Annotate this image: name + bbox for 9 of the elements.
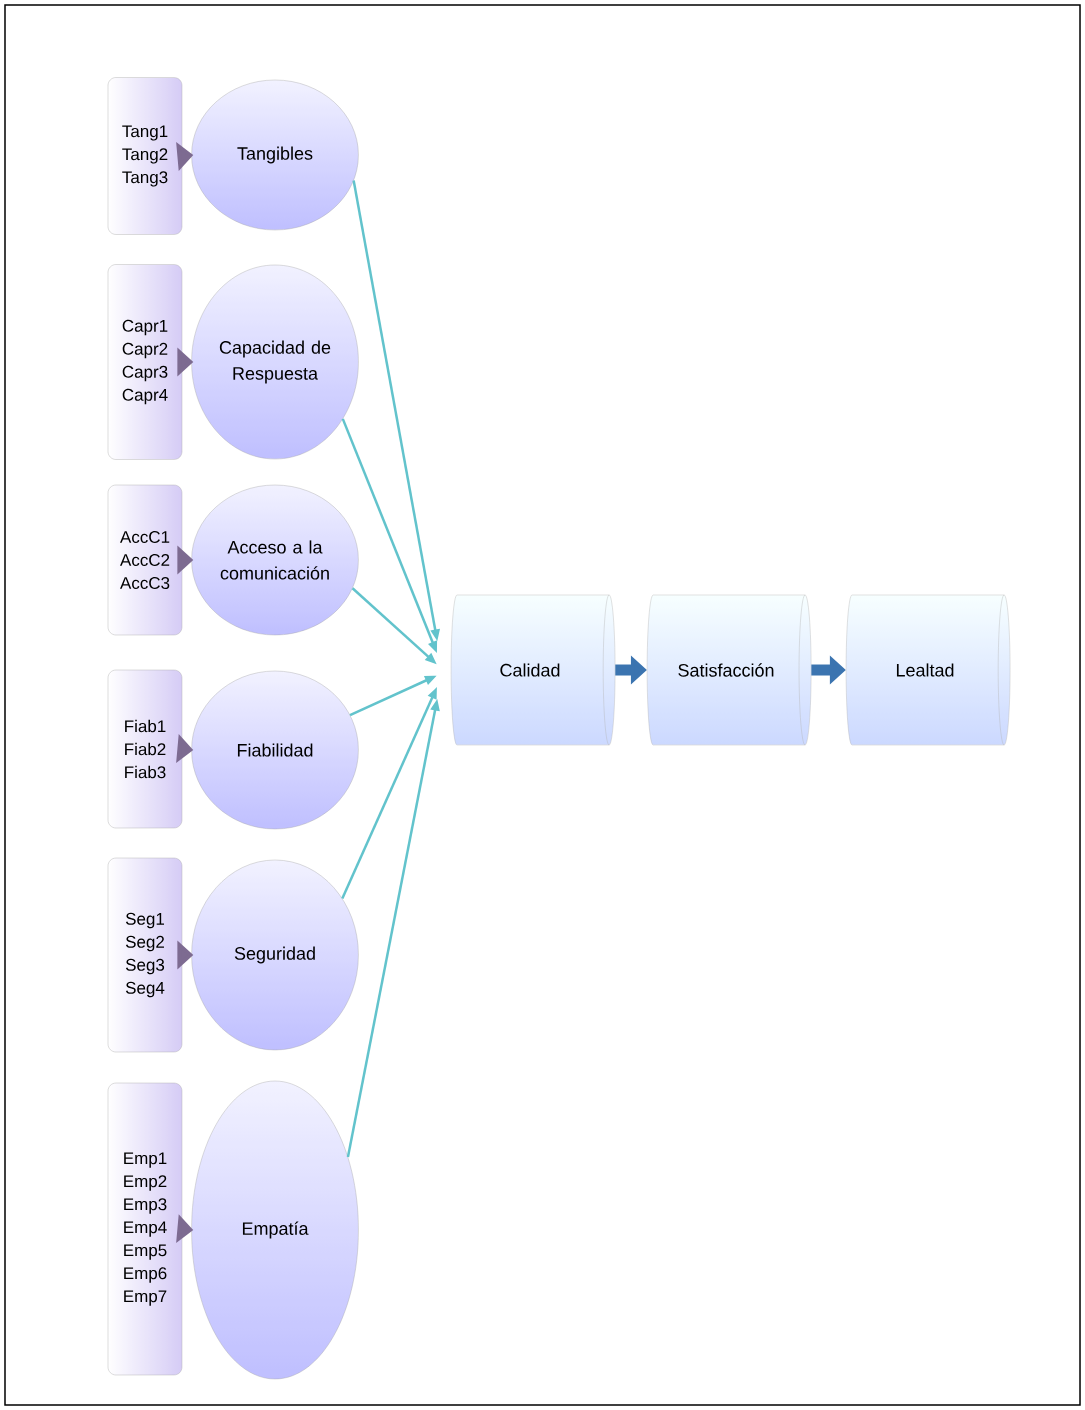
indicator-list-box: AccC1 AccC2 AccC3 xyxy=(107,484,183,636)
indicator-list-box: Emp1 Emp2 Emp3 Emp4 Emp5 Emp6 Emp7 xyxy=(107,1082,183,1376)
indicator-list-box: Tang1 Tang2 Tang3 xyxy=(107,77,183,235)
indicator-list-box: Fiab1 Fiab2 Fiab3 xyxy=(107,669,183,829)
cylinder-box: Satisfacción xyxy=(646,594,812,746)
cylinder-box: Lealtad xyxy=(845,594,1011,746)
cylinder-box: Calidad xyxy=(450,594,616,746)
indicator-list-box: Seg1 Seg2 Seg3 Seg4 xyxy=(107,857,183,1053)
indicator-list-box: Capr1 Capr2 Capr3 Capr4 xyxy=(107,264,183,460)
